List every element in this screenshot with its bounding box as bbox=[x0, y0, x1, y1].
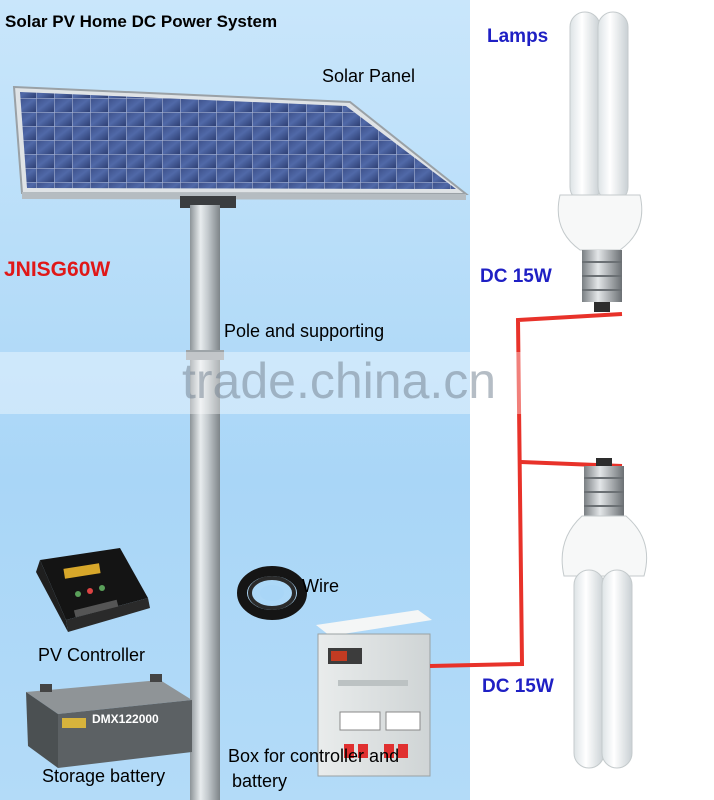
model-label: JNISG60W bbox=[4, 258, 111, 281]
watermark: trade.china.cn bbox=[182, 353, 497, 409]
watermark-band bbox=[0, 352, 714, 414]
page-title: Solar PV Home DC Power System bbox=[5, 12, 278, 31]
storage-battery-label: Storage battery bbox=[42, 766, 166, 786]
pole-label: Pole and supporting bbox=[224, 321, 385, 341]
wire-label: Wire bbox=[302, 576, 339, 596]
lamp-top-power-label: DC 15W bbox=[480, 266, 552, 287]
lamp-bottom-power-label: DC 15W bbox=[482, 676, 554, 697]
lamp-top bbox=[557, 11, 643, 312]
box-label-line1: Box for controller and bbox=[228, 746, 400, 766]
solar-panel bbox=[12, 85, 469, 200]
wire-coil bbox=[237, 566, 307, 620]
pv-controller-label: PV Controller bbox=[38, 645, 146, 665]
box-label-line2: battery bbox=[232, 771, 288, 791]
pole bbox=[180, 196, 236, 800]
storage-battery-device: DMX122000 bbox=[26, 674, 192, 768]
battery-brand-text: DMX122000 bbox=[92, 712, 159, 726]
pv-controller-device bbox=[36, 548, 150, 632]
solar-panel-label: Solar Panel bbox=[322, 66, 416, 86]
controller-box bbox=[316, 610, 432, 777]
lamps-label: Lamps bbox=[487, 26, 549, 47]
lamp-bottom bbox=[561, 458, 648, 769]
